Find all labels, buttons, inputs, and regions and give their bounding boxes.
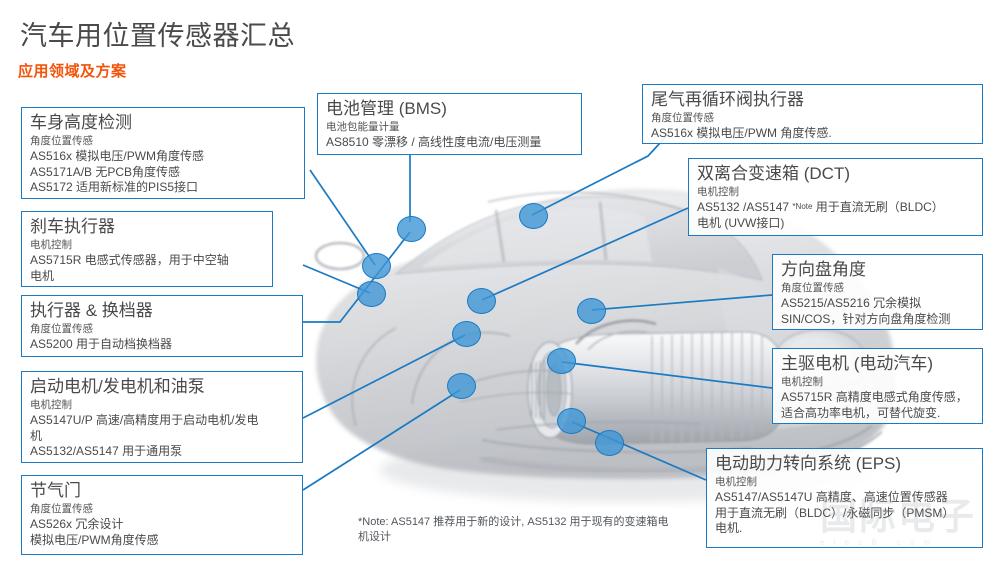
callout-line: 电机. [715, 521, 743, 536]
callout-line: AS5215/AS5216 冗余模拟 [781, 295, 922, 310]
callout-line: AS5147U/P 高速/高精度用于启动电机/发电 [30, 412, 259, 427]
hotspot-dct[interactable] [467, 288, 496, 314]
callout-subtitle: 角度位置传感 [30, 135, 93, 148]
callout-line: AS5132 /AS5147 *Note 用于直流无刷（BLDC） [697, 199, 944, 214]
callout-egr-valve[interactable]: 尾气再循环阀执行器 角度位置传感 AS516x 模拟电压/PWM 角度传感. [642, 84, 983, 144]
callout-title: 车身高度检测 [30, 113, 132, 132]
callout-title: 双离合变速箱 (DCT) [697, 164, 850, 183]
callout-subtitle: 角度位置传感 [651, 112, 714, 125]
callout-subtitle: 电机控制 [30, 239, 72, 252]
callout-subtitle: 电机控制 [781, 376, 823, 389]
footnote-text: *Note: AS5147 推荐用于新的设计, AS5132 用于现有的变速箱电… [358, 516, 669, 543]
hotspot-steering-angle[interactable] [577, 298, 606, 324]
callout-line: AS5132/AS5147 用于通用泵 [30, 444, 183, 459]
callout-title: 尾气再循环阀执行器 [651, 90, 804, 109]
callout-subtitle: 角度位置传感 [781, 282, 844, 295]
callout-line: 电机 (UVW接口) [697, 215, 785, 230]
page-subtitle: 应用领域及方案 [18, 63, 127, 80]
hotspot-actuator-shifter[interactable] [397, 216, 426, 242]
callout-subtitle: 角度位置传感 [30, 503, 93, 516]
hotspot-eps-secondary[interactable] [595, 430, 624, 456]
callout-title: 电动助力转向系统 (EPS) [715, 454, 902, 473]
hotspot-eps[interactable] [557, 408, 586, 434]
callout-line: 电机 [30, 268, 55, 283]
callout-line: SIN/COS，针对方向盘角度检测 [781, 311, 951, 326]
page-title: 汽车用位置传感器汇总 [20, 21, 295, 51]
callout-throttle[interactable]: 节气门 角度位置传感 AS526x 冗余设计 模拟电压/PWM角度传感 [21, 475, 303, 555]
callout-subtitle: 电机控制 [30, 399, 72, 412]
callout-traction-motor[interactable]: 主驱电机 (电动汽车) 电机控制 AS5715R 高精度电感式角度传感， 适合高… [772, 348, 983, 424]
callout-line: AS5715R 高精度电感式角度传感， [781, 389, 968, 404]
callout-line: AS8510 零漂移 / 高线性度电流/电压测量 [326, 134, 542, 149]
callout-line: AS5171A/B 无PCB角度传感 [30, 164, 181, 179]
callout-title: 执行器 & 换档器 [30, 301, 153, 320]
callout-title: 主驱电机 (电动汽车) [781, 354, 934, 373]
callout-line: AS5172 适用新标准的PIS5接口 [30, 180, 199, 195]
callout-title: 刹车执行器 [30, 217, 115, 236]
callout-starter-generator-pump[interactable]: 启动电机/发电机和油泵 电机控制 AS5147U/P 高速/高精度用于启动电机/… [21, 371, 303, 463]
callout-title: 节气门 [30, 481, 81, 500]
callout-bms[interactable]: 电池管理 (BMS) 电池包能量计量 AS8510 零漂移 / 高线性度电流/电… [317, 93, 582, 155]
callout-subtitle: 电机控制 [715, 476, 757, 489]
callout-line: 用于直流无刷（BLDC）/永磁同步（PMSM） [715, 505, 955, 520]
callout-line: AS5147/AS5147U 高精度、高速位置传感器 [715, 489, 948, 504]
callout-line: 适合高功率电机，可替代旋变. [781, 405, 941, 420]
hotspot-starter-generator[interactable] [452, 321, 481, 347]
callout-steering-angle[interactable]: 方向盘角度 角度位置传感 AS5215/AS5216 冗余模拟 SIN/COS，… [772, 254, 983, 330]
callout-line: 机 [30, 428, 43, 443]
callout-title: 启动电机/发电机和油泵 [30, 377, 205, 396]
hotspot-throttle[interactable] [447, 373, 476, 399]
callout-line: AS5200 用于自动档换档器 [30, 336, 173, 351]
hotspot-traction-motor[interactable] [547, 348, 576, 374]
callout-line: AS526x 冗余设计 [30, 516, 124, 531]
hotspot-brake-actuator[interactable] [357, 281, 386, 307]
callout-line: AS5715R 电感式传感器，用于中空轴 [30, 252, 229, 267]
callout-actuator-shifter[interactable]: 执行器 & 换档器 角度位置传感 AS5200 用于自动档换档器 [21, 295, 303, 357]
callout-title: 电池管理 (BMS) [326, 99, 447, 118]
callout-subtitle: 电机控制 [697, 186, 739, 199]
callout-title: 方向盘角度 [781, 260, 866, 279]
callout-line: AS516x 模拟电压/PWM 角度传感. [651, 125, 832, 140]
callout-brake-actuator[interactable]: 刹车执行器 电机控制 AS5715R 电感式传感器，用于中空轴 电机 [21, 211, 273, 287]
callout-dct[interactable]: 双离合变速箱 (DCT) 电机控制 AS5132 /AS5147 *Note 用… [688, 158, 983, 236]
callout-line: AS516x 模拟电压/PWM角度传感 [30, 148, 205, 163]
callout-subtitle: 角度位置传感 [30, 323, 93, 336]
hotspot-body-height[interactable] [362, 253, 391, 279]
callout-subtitle: 电池包能量计量 [326, 121, 400, 134]
hotspot-egr-valve[interactable] [519, 203, 548, 229]
callout-body-height[interactable]: 车身高度检测 角度位置传感 AS516x 模拟电压/PWM角度传感 AS5171… [21, 107, 305, 199]
callout-line: 模拟电压/PWM角度传感 [30, 532, 159, 547]
callout-eps[interactable]: 电动助力转向系统 (EPS) 电机控制 AS5147/AS5147U 高精度、高… [706, 448, 983, 548]
